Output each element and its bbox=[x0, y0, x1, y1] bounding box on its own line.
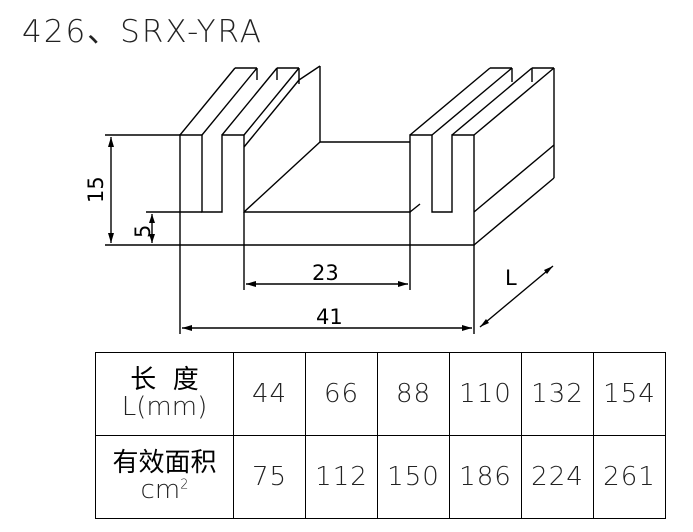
area-unit-wrap: cm2 bbox=[96, 475, 233, 505]
area-unit: cm bbox=[140, 475, 181, 505]
area-unit-sup: 2 bbox=[180, 477, 189, 493]
length-unit: L(mm) bbox=[121, 392, 208, 422]
table-cell: 112 bbox=[305, 435, 378, 519]
table-cell: 44 bbox=[233, 352, 306, 436]
spec-table: 长 度 L(mm) 44 66 88 110 132 154 有效面积 cm2 … bbox=[95, 352, 666, 519]
table-cell: 88 bbox=[377, 352, 450, 436]
table-cell: 110 bbox=[449, 352, 522, 436]
dim-base-label: 5 bbox=[131, 225, 155, 238]
length-header-cell: 长 度 L(mm) bbox=[95, 352, 234, 436]
dim-height-label: 15 bbox=[84, 176, 108, 203]
table-row-length: 长 度 L(mm) 44 66 88 110 132 154 bbox=[95, 352, 666, 436]
dim-inner-label: 23 bbox=[312, 261, 339, 285]
page-title: 426、SRX-YRA bbox=[22, 14, 264, 50]
length-label: 长 度 bbox=[130, 364, 199, 395]
table-row-area: 有效面积 cm2 75 112 150 186 224 261 bbox=[95, 435, 666, 519]
table-cell: 150 bbox=[377, 435, 450, 519]
table-cell: 132 bbox=[521, 352, 594, 436]
table-cell: 154 bbox=[593, 352, 666, 436]
table-cell: 186 bbox=[449, 435, 522, 519]
dim-width-label: 41 bbox=[316, 305, 343, 329]
table-cell: 224 bbox=[521, 435, 594, 519]
dim-length-label: L bbox=[505, 266, 517, 290]
table-cell: 66 bbox=[305, 352, 378, 436]
area-header-cell: 有效面积 cm2 bbox=[95, 435, 234, 519]
table-cell: 261 bbox=[593, 435, 666, 519]
table-cell: 75 bbox=[233, 435, 306, 519]
area-label: 有效面积 bbox=[112, 447, 217, 478]
front-profile bbox=[179, 134, 475, 246]
